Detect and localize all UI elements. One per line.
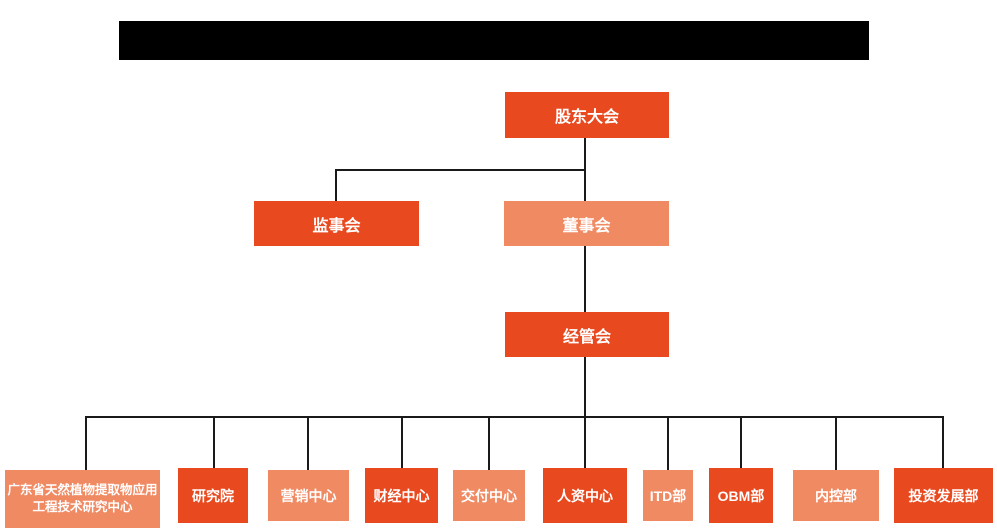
connector-drop-marketing <box>307 416 309 470</box>
org-node-gd-research-center: 广东省天然植物提取物应用工程技术研究中心 <box>5 470 160 528</box>
org-node-investment-development-department: 投资发展部 <box>894 468 993 523</box>
org-node-research-institute: 研究院 <box>178 468 248 523</box>
org-node-delivery-center: 交付中心 <box>453 470 525 521</box>
connector-drop-investment <box>942 416 944 470</box>
org-node-shareholders-meeting: 股东大会 <box>505 92 669 138</box>
org-node-supervisory-board: 监事会 <box>254 201 419 246</box>
connector-board-to-management <box>584 246 586 312</box>
redacted-title-bar <box>119 21 869 60</box>
connector-drop-finance <box>401 416 403 470</box>
connector-management-down <box>584 357 586 417</box>
connector-supervisory-drop <box>335 169 337 201</box>
connector-branch-horizontal <box>335 169 586 171</box>
connector-drop-hr <box>584 416 586 470</box>
connector-drop-research <box>213 416 215 470</box>
org-node-finance-center: 财经中心 <box>365 468 438 523</box>
connector-drop-obm <box>740 416 742 470</box>
org-node-internal-control-department: 内控部 <box>793 470 879 521</box>
org-node-itd-department: ITD部 <box>643 470 693 521</box>
org-node-marketing-center: 营销中心 <box>268 470 349 521</box>
org-node-hr-center: 人资中心 <box>543 468 627 523</box>
connector-bus-horizontal <box>85 416 944 418</box>
org-node-board-of-directors: 董事会 <box>504 201 669 246</box>
connector-drop-internal-control <box>835 416 837 470</box>
org-node-obm-department: OBM部 <box>709 468 773 523</box>
connector-drop-itd <box>667 416 669 470</box>
connector-drop-gd-center <box>85 416 87 470</box>
connector-drop-delivery <box>488 416 490 470</box>
org-node-management-committee: 经管会 <box>505 312 669 357</box>
